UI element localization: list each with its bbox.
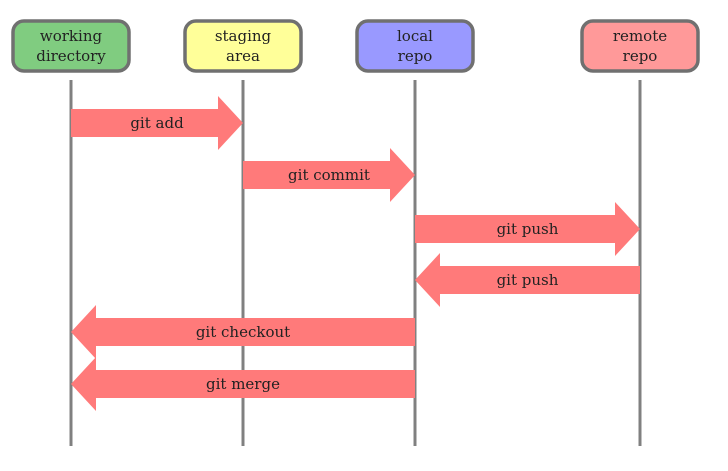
arrow-local-to-working: git merge bbox=[71, 357, 415, 411]
node-working: working directory bbox=[11, 19, 131, 73]
arrow-label: git commit bbox=[288, 166, 370, 184]
arrow-shape bbox=[415, 202, 640, 256]
node-label-line1: local bbox=[397, 27, 433, 45]
arrow-local-to-remote: git push bbox=[415, 202, 640, 256]
node-label-line1: working bbox=[40, 27, 103, 45]
arrow-shape bbox=[415, 253, 640, 307]
node-label-line1: staging bbox=[215, 27, 272, 45]
node-box bbox=[11, 19, 131, 73]
arrow-working-to-staging: git add bbox=[71, 96, 243, 150]
arrow-shape bbox=[71, 96, 243, 150]
arrow-label: git push bbox=[497, 220, 559, 238]
arrow-remote-to-local: git push bbox=[415, 253, 640, 307]
node-box bbox=[355, 19, 475, 73]
arrow-label: git checkout bbox=[196, 323, 290, 341]
arrow-label: git add bbox=[130, 114, 184, 132]
nodes: workingdirectorystagingarealocalreporemo… bbox=[11, 19, 700, 73]
node-box bbox=[183, 19, 303, 73]
node-staging: staging area bbox=[183, 19, 303, 73]
node-label-line2: directory bbox=[36, 47, 106, 65]
arrow-shape bbox=[71, 305, 415, 359]
arrow-local-to-working: git checkout bbox=[71, 305, 415, 359]
arrows: git add git commit git push git push git che… bbox=[71, 96, 640, 411]
node-local: local repo bbox=[355, 19, 475, 73]
node-box bbox=[580, 19, 700, 73]
node-label-line2: repo bbox=[623, 47, 658, 65]
node-remote: remote repo bbox=[580, 19, 700, 73]
node-label-line2: repo bbox=[398, 47, 433, 65]
arrow-label: git merge bbox=[206, 375, 280, 393]
node-label-line1: remote bbox=[613, 27, 667, 45]
arrow-shape bbox=[243, 148, 415, 202]
arrow-label: git push bbox=[497, 271, 559, 289]
arrow-staging-to-local: git commit bbox=[243, 148, 415, 202]
node-label-line2: area bbox=[226, 47, 260, 65]
arrow-shape bbox=[71, 357, 415, 411]
